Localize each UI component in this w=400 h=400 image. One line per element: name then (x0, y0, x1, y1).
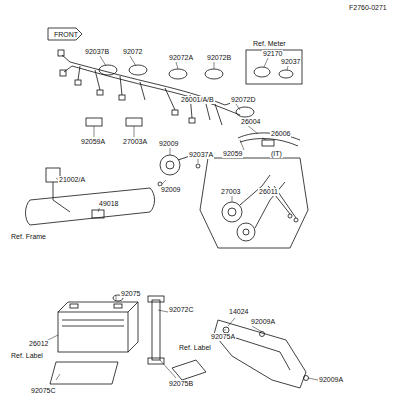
reference-note: Ref. Frame (10, 233, 47, 241)
callout-number: 26006 (270, 130, 291, 138)
callout-number: 92037B (84, 48, 110, 56)
battery (58, 302, 138, 352)
italy-option-box (200, 158, 308, 248)
callout-number: 21002/A (58, 176, 86, 184)
callout-number: 92072B (206, 54, 232, 62)
callout-number: 92075 (120, 290, 141, 298)
callout-number: 92075A (210, 333, 236, 341)
callout-number: 26004 (240, 118, 261, 126)
callout-number: 92072 (122, 48, 143, 56)
reference-note: Ref. Meter (252, 40, 287, 48)
callout-number: 92009 (158, 140, 179, 148)
tube (126, 118, 142, 126)
tube (86, 118, 102, 126)
callout-number: 26001/A/B (180, 96, 215, 104)
reference-note: Ref. Label (178, 344, 212, 352)
front-tag (48, 28, 82, 40)
callout-number: 92037A (188, 151, 214, 159)
wire-harness (58, 50, 244, 125)
label-sticker (172, 360, 206, 380)
callout-number: 92009 (160, 186, 181, 194)
reference-note: (IT) (270, 150, 283, 158)
meter-clamps (246, 50, 302, 84)
callout-number: 92075C (30, 387, 57, 395)
reference-note: Ref. Label (10, 352, 44, 360)
callout-number: 27003A (122, 138, 148, 146)
callout-number: 92072C (168, 306, 195, 314)
callout-number: 27003 (220, 188, 241, 196)
relay-and-frame (26, 168, 155, 225)
callout-number: 92009A (250, 318, 276, 326)
battery-bracket (214, 320, 309, 388)
callout-number: 92170 (262, 50, 283, 58)
callout-number: 92059A (80, 138, 106, 146)
leader-lines (42, 56, 318, 380)
callout-number: 49018 (98, 200, 119, 208)
callout-number: 14024 (228, 308, 249, 316)
callout-number: 92075B (168, 380, 194, 388)
callout-number: 26012 (28, 340, 49, 348)
callout-number: 26011 (258, 188, 279, 196)
battery-pad (50, 362, 118, 384)
callout-number: 92072A (168, 54, 194, 62)
callout-number: 92009A (318, 376, 344, 384)
callout-number: 92059 (222, 150, 243, 158)
callout-number: 92072D (230, 96, 257, 104)
reference-note: F2760-0271 (348, 4, 388, 12)
direction-tag: FRONT (53, 31, 79, 39)
callout-number: 92037 (280, 58, 301, 66)
battery-strap (148, 296, 164, 364)
band-clamps (99, 65, 254, 117)
